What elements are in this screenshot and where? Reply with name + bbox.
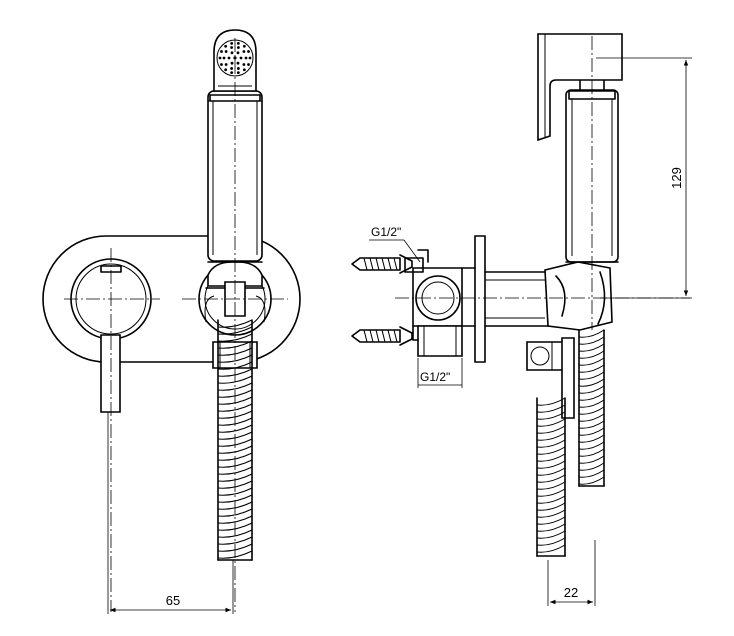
side-holder-arm — [484, 261, 613, 331]
thread-label-top: G1/2" — [369, 225, 421, 263]
thread-label-bottom-text: G1/2" — [420, 370, 450, 384]
dimension-129: 129 — [596, 57, 692, 299]
side-sprayer-handset — [537, 33, 623, 263]
front-wall-plate — [42, 235, 301, 363]
side-wall-anchor-top — [351, 254, 413, 274]
dimension-129-label: 129 — [669, 167, 684, 189]
dimension-22: 22 — [547, 540, 596, 606]
side-wall-flange — [474, 235, 486, 363]
front-lever-handle — [100, 334, 121, 413]
side-wall-anchor-bottom — [351, 326, 413, 346]
thread-label-bottom: G1/2" — [417, 358, 463, 388]
dimension-65-label: 65 — [166, 593, 180, 608]
side-hose-right — [578, 329, 605, 487]
side-valve-body — [404, 249, 463, 357]
dimension-65: 65 — [107, 412, 234, 614]
thread-label-top-text: G1/2" — [371, 225, 401, 239]
dimension-22-label: 22 — [564, 585, 578, 600]
front-spray-nozzle — [218, 41, 252, 75]
front-view: 65 — [42, 29, 301, 614]
side-view: G1/2" G1/2" 129 22 — [351, 33, 692, 606]
side-hose-left — [536, 397, 566, 557]
